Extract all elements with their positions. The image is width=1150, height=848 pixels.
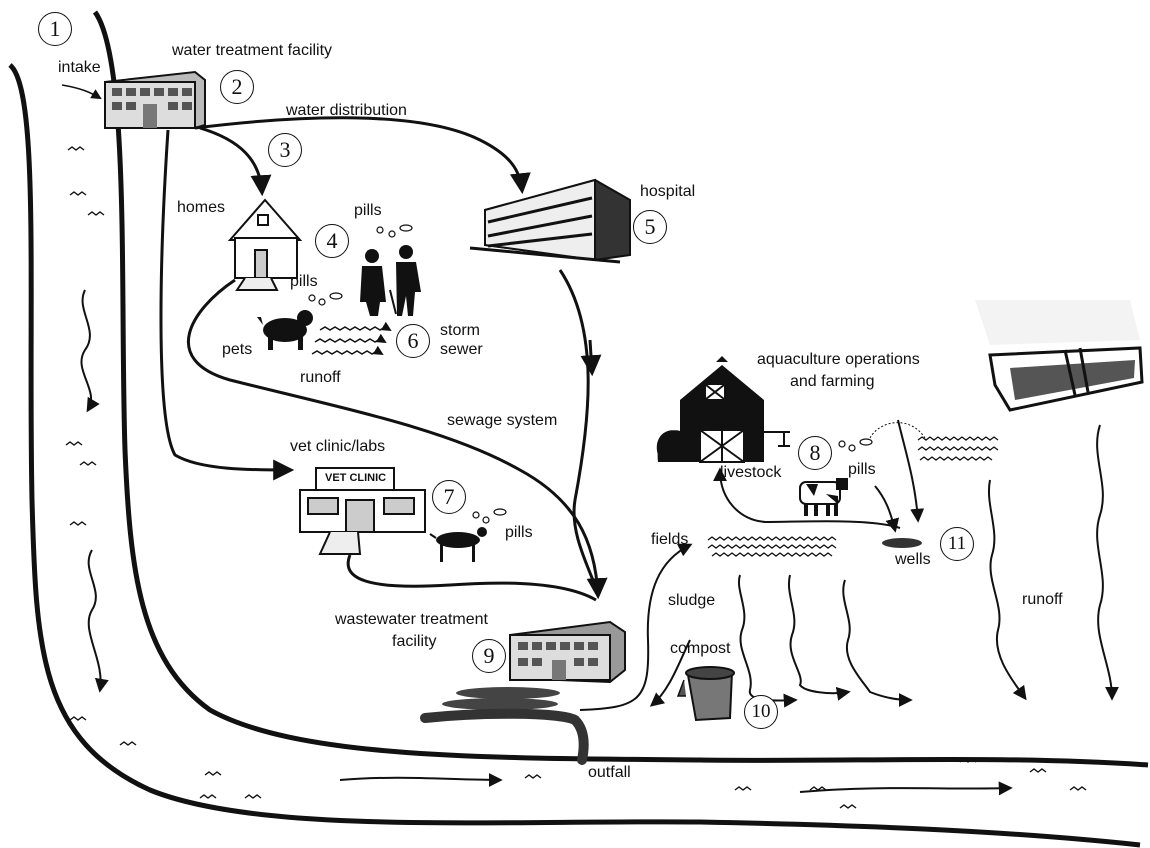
pills-label-vet: pills — [505, 524, 533, 541]
water-treatment-building — [104, 70, 206, 130]
sewer-label: sewer — [440, 341, 483, 358]
storm-runoff-lines — [311, 321, 392, 356]
compost-arrow — [649, 639, 691, 707]
runoff-label-storm: runoff — [300, 369, 341, 386]
step-number-5: 5 — [633, 210, 667, 244]
step-number-6: 6 — [396, 324, 430, 358]
river-flow-arrow — [87, 549, 109, 693]
sludge-path — [579, 543, 693, 711]
river-ripples — [65, 146, 1087, 809]
river-bank-inner — [92, 10, 1149, 768]
sewage-pipe-homes — [186, 278, 608, 600]
settling-pond — [456, 687, 560, 699]
river-bank-outer — [8, 63, 1141, 848]
fields-label: fields — [651, 531, 689, 548]
vet-clinic-sign: VET CLINIC — [325, 472, 387, 484]
wastewater-label-line1: wastewater treatment — [335, 611, 488, 628]
step-number-3: 3 — [268, 133, 302, 167]
step-number-7: 7 — [432, 480, 466, 514]
river-flow-arrow — [799, 781, 1013, 796]
distribution-pipe-to-hospital — [194, 116, 531, 195]
compost-bin — [676, 666, 735, 722]
well — [882, 538, 922, 548]
vet-clinic-building — [299, 467, 426, 555]
step-number-4: 4 — [315, 224, 349, 258]
storm-label: storm — [440, 322, 480, 339]
hospital-building — [469, 178, 631, 264]
pills-label-farm: pills — [848, 461, 876, 478]
fields-crop-rows — [707, 436, 999, 557]
livestock-label: livestock — [720, 464, 782, 481]
step-number-10: 10 — [744, 695, 778, 729]
pet-dog-silhouette — [257, 310, 313, 350]
house-drawing — [227, 198, 303, 291]
river-flow-arrow — [80, 289, 100, 413]
wells-to-livestock-loop — [713, 467, 901, 529]
outfall-pipe — [420, 708, 589, 765]
step-number-2: 2 — [220, 70, 254, 104]
intake-arrow — [61, 84, 102, 100]
wells-label: wells — [895, 551, 931, 568]
homes-label: homes — [177, 199, 226, 216]
pills-label-homes: pills — [290, 273, 318, 290]
sludge-label: sludge — [668, 592, 716, 609]
distribution-pipe-to-homes — [199, 126, 272, 197]
step-number-9: 9 — [472, 639, 506, 673]
aquaculture-label-line2: and farming — [790, 373, 875, 390]
barn-building — [657, 356, 790, 463]
step-number-1: 1 — [38, 12, 72, 46]
vet-dog-silhouette — [429, 527, 487, 562]
sewage-pipe-vet — [346, 554, 597, 602]
river-flow-arrow — [339, 772, 503, 787]
pill-bubbles — [308, 224, 873, 524]
water-treatment-facility-label: water treatment facility — [172, 42, 333, 59]
hospital-label: hospital — [640, 183, 696, 200]
runoff-label-farm: runoff — [1022, 591, 1063, 608]
pills-label-people: pills — [354, 202, 382, 219]
aquaculture-tank — [975, 300, 1144, 412]
settling-pond — [442, 698, 558, 710]
distribution-pipe-to-vet — [159, 129, 295, 481]
aquaculture-label-line1: aquaculture operations — [757, 351, 920, 368]
water-distribution-label: water distribution — [286, 102, 407, 119]
sewage-pipe-hospital — [558, 269, 599, 591]
vet-clinic-labs-label: vet clinic/labs — [290, 438, 386, 455]
irrigation-sprinkler-stem — [897, 419, 925, 523]
pets-label: pets — [222, 341, 253, 358]
step-number-8: 8 — [798, 436, 832, 470]
outfall-label: outfall — [588, 764, 631, 781]
compost-label: compost — [670, 640, 731, 657]
field-runoff-arrows — [737, 424, 1119, 708]
step-number-11: 11 — [940, 527, 974, 561]
hay-bale — [656, 430, 680, 460]
sewage-system-label: sewage system — [447, 412, 558, 429]
wastewater-label-line2: facility — [392, 633, 437, 650]
irrigation-sprinkler — [869, 422, 926, 439]
sewage-hospital-arrow — [580, 339, 602, 377]
wastewater-treatment-building — [509, 620, 626, 684]
people-silhouettes — [360, 245, 421, 316]
cow-livestock — [799, 478, 848, 516]
intake-label: intake — [58, 59, 101, 76]
